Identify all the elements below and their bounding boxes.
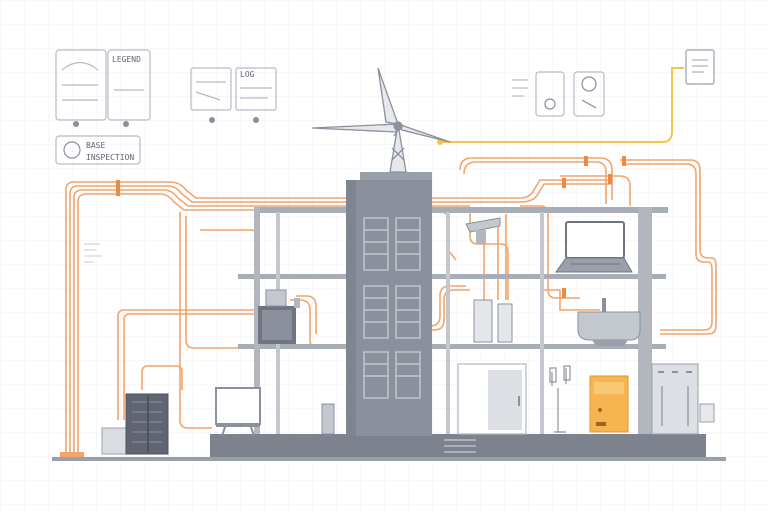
legend-label: LEGEND (112, 55, 141, 64)
floor-slab-2 (238, 344, 666, 349)
building-frame (52, 207, 726, 461)
lab-equipment-icon (473, 299, 513, 343)
orange-device-icon (589, 375, 629, 433)
roof-slab (254, 207, 668, 213)
signal-line (438, 67, 684, 143)
right-cabinet-icon (651, 363, 715, 435)
small-equipment-icon (321, 403, 335, 435)
server-cabinet-icon (101, 393, 169, 455)
document-icon (685, 49, 715, 85)
callout-line2: INSPECTION (86, 153, 134, 162)
mid-left-panel: LOG (190, 67, 277, 123)
central-tower (346, 172, 432, 436)
callout-box: BASE INSPECTION (55, 135, 141, 165)
lamp-icon (549, 365, 571, 433)
wind-turbine-icon (311, 67, 451, 173)
display-stand-icon (215, 387, 261, 437)
laptop-icon (555, 221, 633, 273)
monitor-icon (258, 289, 300, 344)
log-label: LOG (240, 70, 255, 79)
stairs (444, 439, 476, 453)
callout-line1: BASE (86, 141, 105, 150)
top-right-panel (512, 71, 605, 117)
wall-note (84, 243, 102, 263)
info-icon (63, 141, 81, 159)
floor-slab-3 (238, 274, 666, 279)
ground-line (52, 457, 726, 461)
router-icon (465, 217, 501, 244)
top-left-panel: LEGEND (55, 49, 151, 127)
appliance-unit-icon (457, 363, 527, 435)
sink-icon (577, 298, 641, 346)
